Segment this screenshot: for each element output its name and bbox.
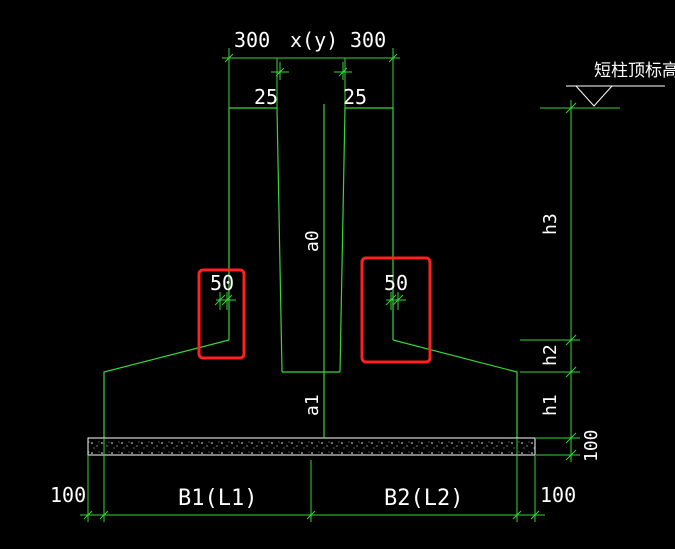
dim-a1-label: a1 bbox=[302, 394, 323, 416]
dim-100-vertical-label: 100 bbox=[581, 429, 602, 462]
elevation-label: 短柱顶标高 bbox=[594, 61, 675, 81]
cover-right-label: 25 bbox=[343, 85, 367, 109]
box-right-dim-label: 50 bbox=[384, 271, 408, 295]
top-dim-center-label: x(y) bbox=[290, 28, 338, 52]
cross-marks bbox=[214, 292, 406, 310]
bottom-left-100-label: 100 bbox=[50, 483, 86, 507]
column-outline bbox=[103, 104, 518, 438]
bedding-layer bbox=[87, 437, 536, 456]
dim-h2-label: h2 bbox=[540, 344, 561, 366]
dim-h3-label: h3 bbox=[540, 213, 561, 235]
cover-left-label: 25 bbox=[254, 85, 278, 109]
bottom-b1-label: B1(L1) bbox=[178, 486, 257, 511]
bottom-b2-label: B2(L2) bbox=[384, 486, 463, 511]
elevation-marker bbox=[566, 85, 665, 107]
top-dim-left-label: 300 bbox=[234, 28, 270, 52]
top-dim-right-label: 300 bbox=[350, 28, 386, 52]
dim-a0-label: a0 bbox=[302, 230, 323, 252]
bottom-right-100-label: 100 bbox=[540, 483, 576, 507]
dim-h1-label: h1 bbox=[540, 394, 561, 416]
top-dimension bbox=[222, 48, 400, 108]
box-left-dim-label: 50 bbox=[210, 271, 234, 295]
bottom-dimension bbox=[80, 438, 545, 522]
highlight-box-left bbox=[197, 268, 246, 360]
right-dimension bbox=[520, 100, 620, 462]
highlight-box-right bbox=[360, 256, 432, 364]
